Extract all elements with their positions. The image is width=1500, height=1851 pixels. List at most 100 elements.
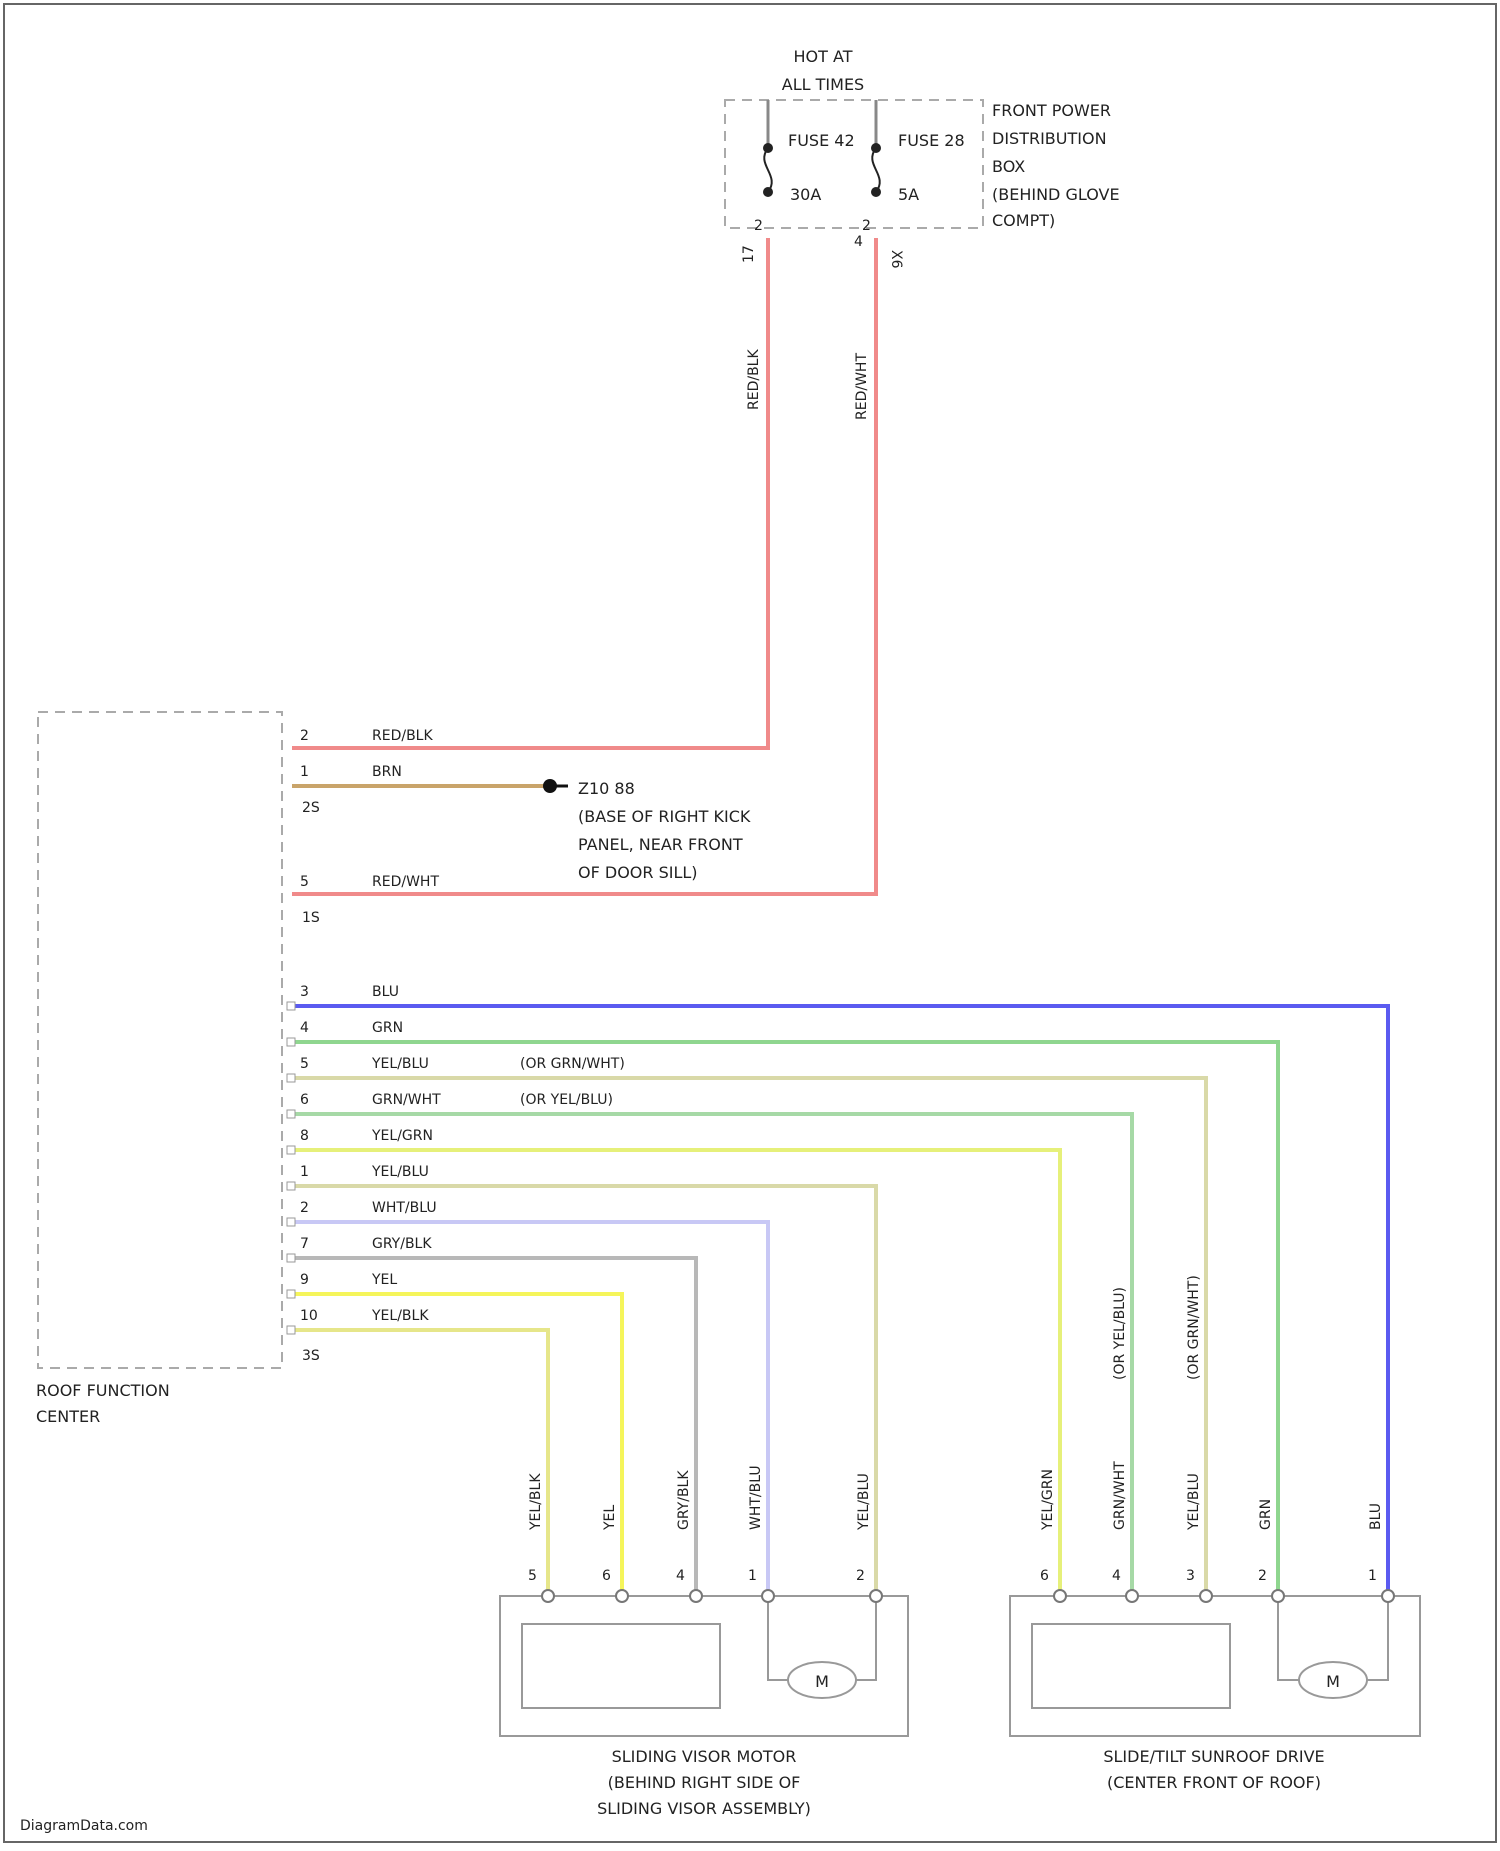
visor-pin-terminal xyxy=(690,1590,702,1602)
sunroof-title-1: SLIDE/TILT SUNROOF DRIVE xyxy=(1103,1747,1324,1766)
sunroof-wire-label: BLU xyxy=(1368,1503,1384,1530)
power-box-label-2: DISTRIBUTION xyxy=(992,129,1107,148)
rfc-wire-label: YEL/BLU xyxy=(371,1164,429,1180)
sunroof-title-2: (CENTER FRONT OF ROOF) xyxy=(1107,1773,1321,1792)
sunroof-pin-number: 4 xyxy=(1112,1568,1121,1584)
diagram-frame xyxy=(4,4,1496,1842)
ground-label-2: (BASE OF RIGHT KICK xyxy=(578,807,751,826)
visor-wire-label: YEL/BLU xyxy=(856,1473,872,1531)
rfc-wire-label: YEL/BLU xyxy=(371,1056,429,1072)
sunroof-pin-number: 1 xyxy=(1368,1568,1377,1584)
rfc-pin-number: 7 xyxy=(300,1236,309,1252)
rfc-pin-number: 8 xyxy=(300,1128,309,1144)
fuse-a-pin-bottom: 17 xyxy=(741,245,757,263)
rfc-pin-number: 10 xyxy=(300,1308,318,1324)
ground-label-3: PANEL, NEAR FRONT xyxy=(578,835,743,854)
rfc-connector-1: 2S xyxy=(302,800,320,816)
rfc-wire-alt-label: (OR GRN/WHT) xyxy=(520,1056,625,1072)
rfc-pin-5: 5 xyxy=(300,874,309,890)
fuse-a-label: FUSE 42 xyxy=(788,131,855,150)
visor-motor-loop-right xyxy=(856,1596,876,1680)
visor-wire-label: GRY/BLK xyxy=(676,1470,692,1530)
sunroof-wire-label: YEL/GRN xyxy=(1040,1469,1056,1531)
rfc-connector-3: 3S xyxy=(302,1348,320,1364)
visor-pin-number: 4 xyxy=(676,1568,685,1584)
visor-pin-terminal xyxy=(542,1590,554,1602)
rfc-title-1: ROOF FUNCTION xyxy=(36,1381,170,1400)
sunroof-pin-number: 2 xyxy=(1258,1568,1267,1584)
sunroof-wire-alt-label: (OR GRN/WHT) xyxy=(1186,1275,1202,1380)
visor-wire-label: YEL xyxy=(602,1505,618,1531)
fuse-b-label: FUSE 28 xyxy=(898,131,965,150)
component-wire-labels: YEL/BLK5YEL6GRY/BLK4WHT/BLU1YEL/BLU2YEL/… xyxy=(528,1275,1394,1602)
rfc-pin-1: 1 xyxy=(300,764,309,780)
roof-function-center-outline xyxy=(38,712,282,1368)
fuse-a-symbol xyxy=(764,148,772,192)
sunroof-pin-terminal xyxy=(1272,1590,1284,1602)
wire-red-wht-label: RED/WHT xyxy=(854,353,870,420)
sunroof-drive-housing xyxy=(1010,1596,1420,1736)
visor-pin-number: 6 xyxy=(602,1568,611,1584)
rfc-pin-terminal xyxy=(287,1326,295,1334)
sunroof-pin-number: 3 xyxy=(1186,1568,1195,1584)
rfc-wire-label: WHT/BLU xyxy=(372,1200,437,1216)
rfc-pin-number: 9 xyxy=(300,1272,309,1288)
visor-pin-terminal xyxy=(616,1590,628,1602)
ground-label-4: OF DOOR SILL) xyxy=(578,863,698,882)
rfc-title-2: CENTER xyxy=(36,1407,100,1426)
fuse-b-pin-top: 2 xyxy=(862,218,871,234)
visor-pin-terminal xyxy=(870,1590,882,1602)
rfc-pin-number: 4 xyxy=(300,1020,309,1036)
visor-pin-number: 1 xyxy=(748,1568,757,1584)
fuse-b-connector: X6 xyxy=(888,250,904,269)
rfc-pin-terminal xyxy=(287,1146,295,1154)
signal-wire xyxy=(292,1330,548,1596)
sunroof-wire-alt-label: (OR YEL/BLU) xyxy=(1112,1287,1128,1380)
visor-wire-label: YEL/BLK xyxy=(528,1473,544,1531)
visor-pin-number: 2 xyxy=(856,1568,865,1584)
rfc-pin-2: 2 xyxy=(300,728,309,744)
visor-pin-number: 5 xyxy=(528,1568,537,1584)
rfc-connector-2: 1S xyxy=(302,910,320,926)
sunroof-pin-number: 6 xyxy=(1040,1568,1049,1584)
visor-title-3: SLIDING VISOR ASSEMBLY) xyxy=(597,1799,811,1818)
footer-watermark: DiagramData.com xyxy=(20,1818,148,1834)
sunroof-drive-module xyxy=(1032,1624,1230,1708)
sunroof-motor-loop-right xyxy=(1366,1596,1388,1680)
rfc-pin-number: 1 xyxy=(300,1164,309,1180)
rfc-wire-label-brn: BRN xyxy=(372,764,402,780)
rfc-pin-terminal xyxy=(287,1074,295,1082)
fuse-b-bottom-dot xyxy=(871,187,881,197)
hot-label-2: ALL TIMES xyxy=(782,75,864,94)
sunroof-pin-terminal xyxy=(1126,1590,1138,1602)
visor-title-1: SLIDING VISOR MOTOR xyxy=(612,1747,797,1766)
sunroof-pin-terminal xyxy=(1382,1590,1394,1602)
power-box-label-5: COMPT) xyxy=(992,211,1055,230)
signal-wires xyxy=(292,1006,1388,1596)
rfc-wire-label: BLU xyxy=(372,984,399,1000)
rfc-wire-label-red-blk: RED/BLK xyxy=(372,728,433,744)
rfc-pin-terminal xyxy=(287,1110,295,1118)
wire-red-blk-label: RED/BLK xyxy=(746,349,762,410)
fuse-a-pin-top: 2 xyxy=(754,218,763,234)
rfc-pin-terminal xyxy=(287,1182,295,1190)
signal-wire xyxy=(292,1006,1388,1596)
fuse-a-bottom-dot xyxy=(763,187,773,197)
rfc-wire-label: YEL/BLK xyxy=(371,1308,429,1324)
visor-motor-loop xyxy=(768,1596,788,1680)
visor-title-2: (BEHIND RIGHT SIDE OF xyxy=(608,1773,801,1792)
wire-red-blk-feed xyxy=(292,238,768,748)
signal-wire xyxy=(292,1294,622,1596)
signal-labels: 3BLU4GRN5YEL/BLU(OR GRN/WHT)6GRN/WHT(OR … xyxy=(287,984,625,1334)
sunroof-wire-label: GRN/WHT xyxy=(1112,1461,1128,1530)
rfc-pin-terminal xyxy=(287,1290,295,1298)
rfc-wire-label: GRY/BLK xyxy=(372,1236,432,1252)
rfc-wire-label: GRN/WHT xyxy=(372,1092,441,1108)
visor-pin-terminal xyxy=(762,1590,774,1602)
signal-wire xyxy=(292,1258,696,1596)
rfc-wire-label: GRN xyxy=(372,1020,403,1036)
rfc-pin-terminal xyxy=(287,1254,295,1262)
rfc-pin-number: 5 xyxy=(300,1056,309,1072)
